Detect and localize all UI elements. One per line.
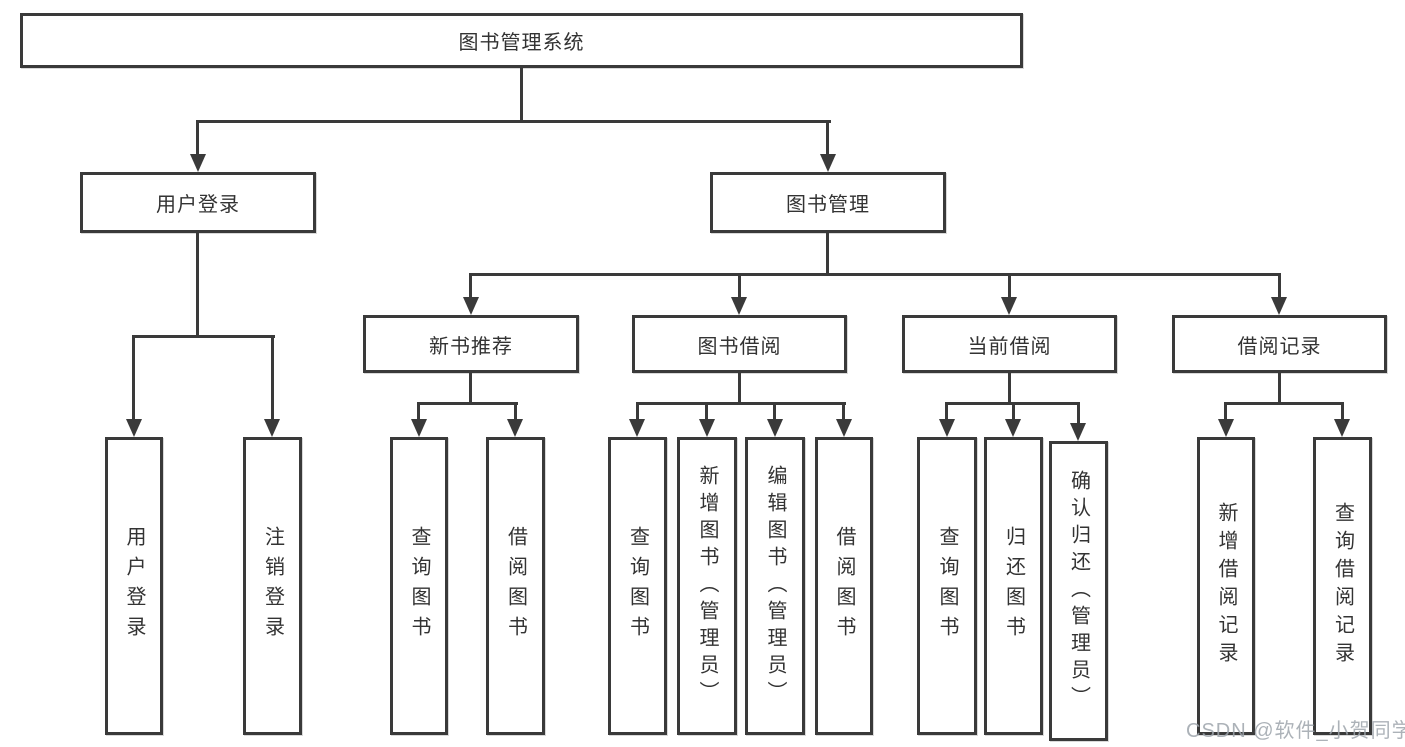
- connector-line: [196, 120, 831, 123]
- connector-line: [1008, 273, 1011, 299]
- arrow-down-icon: [1001, 297, 1017, 315]
- connector-line: [945, 402, 948, 421]
- connector-line: [705, 402, 708, 421]
- leaf-borrow-books-recommend: 借阅图书: [486, 437, 545, 735]
- arrow-down-icon: [836, 419, 852, 437]
- arrow-down-icon: [1218, 419, 1234, 437]
- connector-line: [1278, 371, 1281, 404]
- arrow-down-icon: [190, 154, 206, 172]
- leaf-confirm-return-admin: 确认归还（管理员）: [1049, 441, 1108, 741]
- node-library-system: 图书管理系统: [20, 13, 1023, 68]
- leaf-borrow-books: 借阅图书: [815, 437, 873, 735]
- leaf-query-books-recommend: 查询图书: [390, 437, 448, 735]
- connector-line: [842, 402, 845, 421]
- connector-line: [1008, 371, 1011, 404]
- leaf-query-borrow-record: 查询借阅记录: [1313, 437, 1372, 735]
- connector-line: [196, 231, 199, 337]
- connector-line: [1012, 402, 1015, 421]
- leaf-logout: 注销登录: [243, 437, 302, 735]
- leaf-edit-books-admin: 编辑图书（管理员）: [745, 437, 805, 735]
- connector-line: [826, 120, 829, 156]
- connector-line: [196, 120, 199, 156]
- arrow-down-icon: [1070, 423, 1086, 441]
- node-borrow-records: 借阅记录: [1172, 315, 1387, 373]
- arrow-down-icon: [463, 297, 479, 315]
- connector-line: [773, 402, 776, 421]
- arrow-down-icon: [731, 297, 747, 315]
- connector-line: [417, 402, 518, 405]
- connector-line: [132, 335, 135, 421]
- leaf-add-books-admin: 新增图书（管理员）: [677, 437, 737, 735]
- leaf-return-books: 归还图书: [984, 437, 1043, 735]
- connector-line: [514, 402, 517, 421]
- node-new-book-recommend: 新书推荐: [363, 315, 579, 373]
- leaf-query-books-current: 查询图书: [917, 437, 977, 735]
- arrow-down-icon: [1005, 419, 1021, 437]
- connector-line: [417, 402, 420, 421]
- arrow-down-icon: [939, 419, 955, 437]
- leaf-query-books-borrow: 查询图书: [608, 437, 667, 735]
- connector-line: [520, 66, 523, 122]
- leaf-add-borrow-record: 新增借阅记录: [1197, 437, 1255, 735]
- arrow-down-icon: [126, 419, 142, 437]
- connector-line: [738, 371, 741, 404]
- connector-line: [636, 402, 846, 405]
- connector-line: [271, 335, 274, 421]
- connector-line: [132, 335, 275, 338]
- connector-line: [470, 273, 1281, 276]
- connector-line: [636, 402, 639, 421]
- arrow-down-icon: [1271, 297, 1287, 315]
- arrow-down-icon: [264, 419, 280, 437]
- connector-line: [469, 371, 472, 404]
- node-user-login: 用户登录: [80, 172, 316, 233]
- connector-line: [1224, 402, 1227, 421]
- connector-line: [826, 231, 829, 276]
- connector-line: [1077, 402, 1080, 425]
- connector-line: [738, 273, 741, 299]
- connector-line: [1278, 273, 1281, 299]
- arrow-down-icon: [507, 419, 523, 437]
- connector-line: [469, 273, 472, 299]
- connector-line: [1341, 402, 1344, 421]
- leaf-user-login: 用户登录: [105, 437, 163, 735]
- arrow-down-icon: [411, 419, 427, 437]
- node-book-borrow: 图书借阅: [632, 315, 847, 373]
- arrow-down-icon: [699, 419, 715, 437]
- arrow-down-icon: [629, 419, 645, 437]
- arrow-down-icon: [1334, 419, 1350, 437]
- arrow-down-icon: [767, 419, 783, 437]
- node-current-borrow: 当前借阅: [902, 315, 1117, 373]
- arrow-down-icon: [820, 154, 836, 172]
- csdn-watermark: CSDN @软件_小贺同学: [1186, 720, 1405, 742]
- connector-line: [1224, 402, 1344, 405]
- node-book-management: 图书管理: [710, 172, 946, 233]
